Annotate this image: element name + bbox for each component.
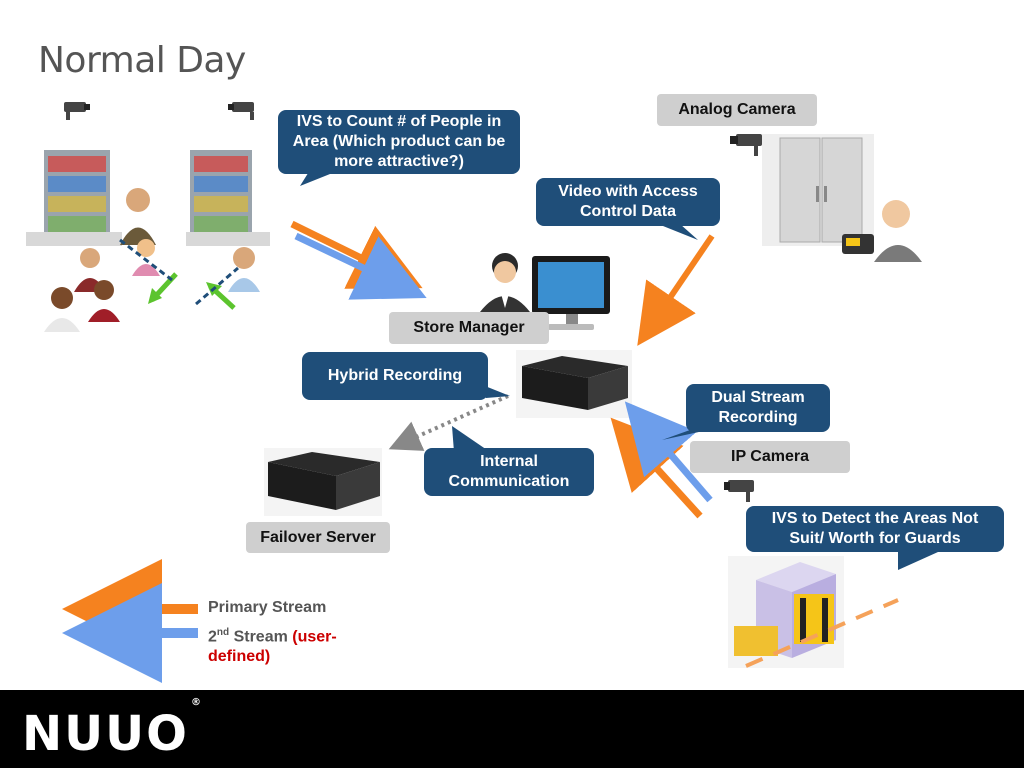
analog-camera-icon [730,134,762,156]
callout-tail [452,426,490,452]
diagram-canvas [26,102,938,683]
callout-video-access: Video with Access Control Data [536,178,720,226]
logo-registered-mark: ® [190,697,203,708]
legend-second-label: 2nd Stream (user-defined) [208,623,368,667]
label-analog-camera: Analog Camera [657,94,817,126]
logo-text: NUUO [22,706,189,762]
nvr-server-icon [516,350,632,418]
legend-second-note: (user-defined) [208,628,337,666]
callout-dual-stream: Dual Stream Recording [686,384,830,432]
person-icon [120,188,156,245]
callout-ivs-count: IVS to Count # of People in Area (Which … [278,110,520,174]
person-icon [874,200,922,262]
label-ip-camera: IP Camera [690,441,850,473]
person-icon [44,287,80,332]
callout-ivs-guards: IVS to Detect the Areas Not Suit/ Worth … [746,506,1004,552]
second-stream-arrow [624,401,713,503]
legend-second-prefix: 2 [208,628,217,646]
door-icon [762,134,874,246]
callout-hybrid-recording: Hybrid Recording [302,352,488,400]
callout-tail [300,170,340,186]
detection-arrow-icon [195,266,239,310]
nuuo-logo: NUUO® [22,697,201,762]
warehouse-icon [728,556,844,668]
callout-tail [898,552,938,570]
footer-bar [0,690,1024,768]
callout-internal-communication: Internal Communication [424,448,594,496]
second-stream-arrow [294,232,427,300]
detection-arrow-icon [119,238,178,304]
store-manager-icon [480,253,530,312]
label-store-manager: Store Manager [389,312,549,344]
store-shelf-icon [186,150,270,246]
label-failover-server: Failover Server [246,522,390,553]
legend-primary-label: Primary Stream [208,599,327,616]
store-shelf-icon [26,150,122,246]
primary-stream-arrow [637,234,715,346]
legend-second-sup: nd [216,627,230,638]
cctv-camera-icon [228,102,254,120]
person-icon [88,280,120,322]
cctv-camera-icon [64,102,90,120]
access-card-reader-icon [842,234,874,254]
callout-tail [658,224,698,240]
monitor-icon [532,256,610,330]
callout-tail [662,430,708,440]
page-title: Normal Day [38,40,246,81]
legend-second-word: Stream [233,628,288,646]
primary-stream-arrow [290,220,423,289]
internal-communication-arrow [388,394,509,451]
person-icon [228,247,260,292]
ip-camera-icon [724,480,754,502]
failover-server-icon [264,448,382,516]
